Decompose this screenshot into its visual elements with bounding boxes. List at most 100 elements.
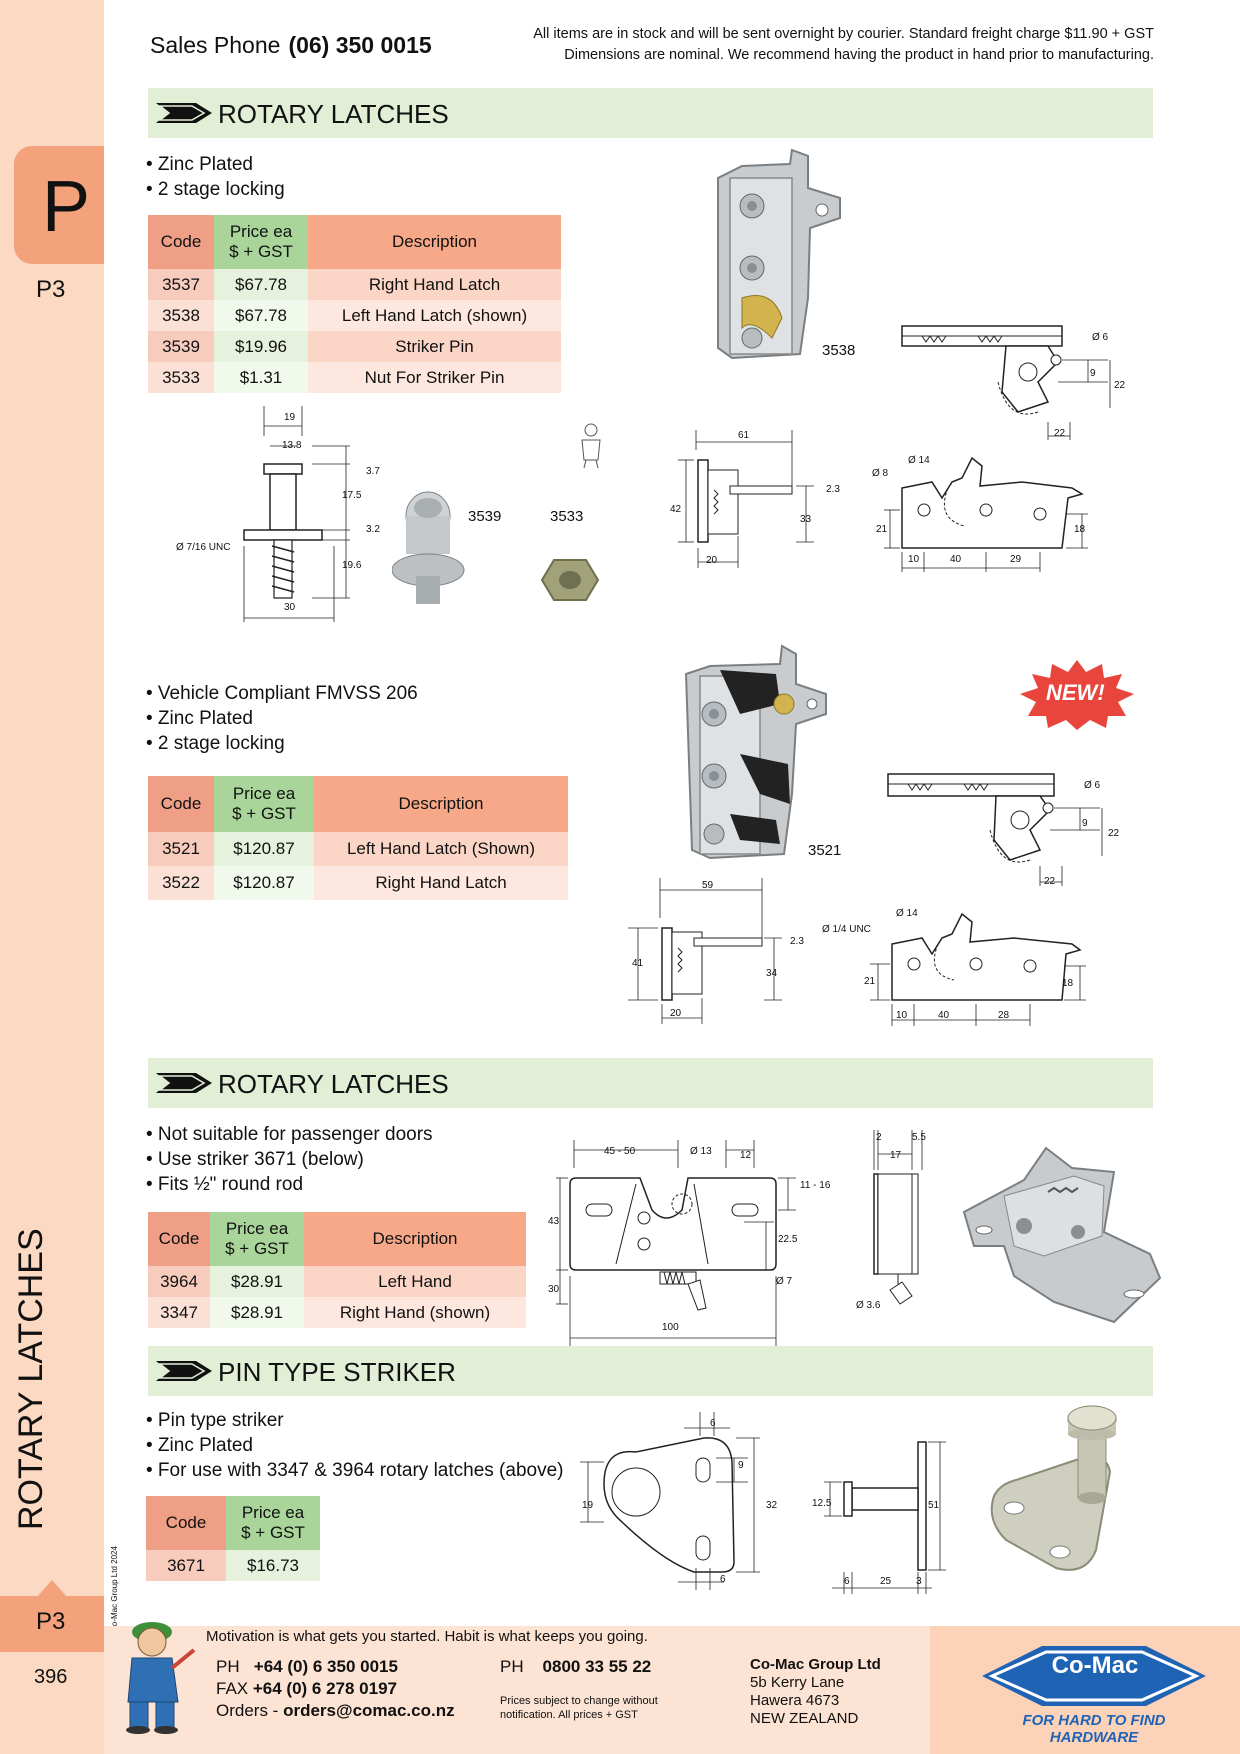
orders-label: Orders - [216,1701,279,1720]
price-header-1: Price ea [241,1503,305,1522]
dim-label: 3.7 [366,466,380,477]
dim-label: 22.5 [778,1234,798,1245]
cell-price: $16.73 [226,1550,320,1581]
dim-label: 40 [938,1010,950,1021]
cell-code: 3671 [146,1550,226,1581]
logo-text: Co-Mac [1051,1652,1139,1679]
cell-price: $28.91 [210,1266,304,1297]
section-code-bottom: P3 [36,1608,66,1635]
dim-label: 12 [740,1150,752,1161]
dim-label: 6 [720,1574,726,1585]
dim-label: 2 [876,1132,882,1143]
price-header-2: $ + GST [241,1523,305,1542]
dim-label: 10 [896,1010,908,1021]
col-code: Code [146,1496,226,1550]
dim-label: Ø 14 [896,908,918,919]
ph-number[interactable]: +64 (0) 6 350 0015 [253,1657,398,1676]
logo-tagline: FOR HARD TO FIND HARDWARE [1022,1712,1166,1746]
dim-label: 13.8 [282,440,302,451]
notice-line-1: All items are in stock and will be sent … [533,26,1154,42]
dim-label: 28 [998,1010,1010,1021]
sales-number[interactable]: (06) 350 0015 [288,32,432,58]
dim-label: 20 [670,1008,682,1019]
col-code: Code [148,215,214,269]
latch-3521-end-diagram [628,878,782,1024]
feature-item: • Not suitable for passenger doors [146,1124,433,1145]
dim-label: 17.5 [342,490,362,501]
cell-desc: Right Hand Latch [308,269,561,300]
cell-price: $67.78 [214,300,308,331]
dim-label: 22 [1044,876,1056,887]
image-label: 3521 [808,842,842,859]
dim-label: 21 [864,976,876,987]
col-price: Price ea$ + GST [226,1496,320,1550]
dim-label: Ø 3.6 [856,1300,881,1311]
cell-desc: Left Hand [304,1266,526,1297]
section-tab[interactable]: P [14,146,104,264]
dim-label: Ø 6 [1084,780,1101,791]
comac-logo[interactable] [982,1644,1206,1708]
latch-3538-end-diagram [678,430,814,568]
price-header-1: Price ea [229,222,293,241]
arrow-icon [156,103,212,123]
cell-desc: Right Hand (shown) [304,1297,526,1328]
stock-notice: All items are in stock and will be sent … [394,24,1154,66]
feature-item: • Zinc Plated [146,708,253,729]
col-description: Description [314,776,568,832]
motto: Motivation is what gets you started. Hab… [206,1628,648,1645]
dim-label: 42 [670,504,682,515]
dim-label: 11 - 16 [800,1180,831,1191]
feature-item: • For use with 3347 & 3964 rotary latche… [146,1460,564,1481]
disclaimer-line-1: Prices subject to change without [500,1695,658,1707]
col-price: Price ea$ + GST [210,1212,304,1266]
dim-label: 43 [548,1216,560,1227]
dim-label: 45 - 50 [604,1146,636,1157]
dim-label: Ø 14 [908,455,930,466]
latch-3538-front-diagram [884,456,1088,572]
latch-3538-photo [717,148,841,360]
dim-label: Ø 1/4 UNC [822,924,871,935]
cell-desc: Right Hand Latch [314,866,568,900]
dim-label: 32 [766,1500,778,1511]
table-row[interactable]: 3671$16.73 [146,1550,320,1581]
sales-label: Sales Phone [150,32,281,58]
address-line: NEW ZEALAND [750,1710,859,1727]
dim-label: 21 [876,524,888,535]
dim-label: 100 [662,1322,679,1333]
dim-label: Ø 6 [1092,332,1109,343]
price-header-2: $ + GST [232,804,296,823]
dim-label: Ø 13 [690,1146,712,1157]
orders-email[interactable]: orders@comac.co.nz [283,1701,455,1720]
feature-item: • Pin type striker [146,1410,284,1431]
ph-label: PH [216,1657,240,1676]
dim-label: 29 [1010,554,1022,565]
feature-item: • Use striker 3671 (below) [146,1149,364,1170]
cell-price: $28.91 [210,1297,304,1328]
striker-3671-side-diagram [824,1441,946,1594]
price-header-2: $ + GST [229,242,293,261]
feature-list-1: • Zinc Plated • 2 stage locking [146,152,285,202]
address-line: Hawera 4673 [750,1692,840,1709]
notice-line-2: Dimensions are nominal. We recommend hav… [564,47,1154,63]
feature-list-2: • Vehicle Compliant FMVSS 206 • Zinc Pla… [146,681,418,756]
dim-label: 19 [284,412,296,423]
feature-item: • 2 stage locking [146,733,285,754]
striker-3671-plan-diagram [580,1412,760,1590]
col-code: Code [148,776,214,832]
new-badge-icon [1020,660,1134,730]
section-code-tab[interactable]: P3 [0,1580,104,1652]
footer-contact: PH +64 (0) 6 350 0015 FAX +64 (0) 6 278 … [216,1656,455,1722]
ph2-number[interactable]: 0800 33 55 22 [542,1657,652,1676]
new-badge-text: NEW! [1046,680,1105,705]
image-label: 3533 [550,508,584,525]
page-number: 396 [34,1666,68,1688]
fax-number[interactable]: +64 (0) 6 278 0197 [252,1679,398,1698]
